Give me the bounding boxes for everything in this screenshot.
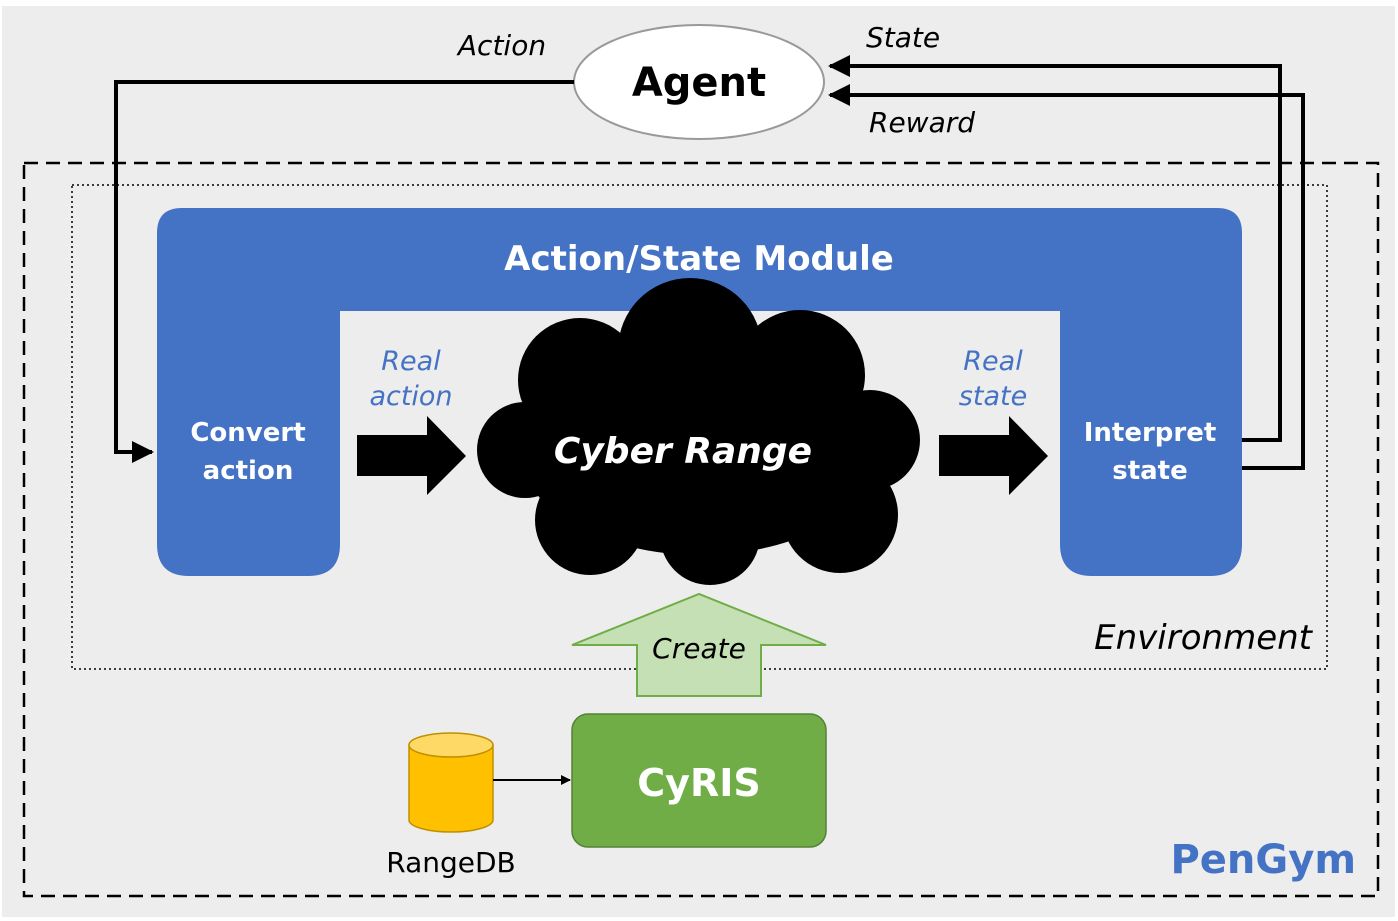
pengym-label: PenGym	[1170, 837, 1356, 883]
action-signal-label: Action	[456, 29, 546, 62]
cyber-range-cloud	[477, 278, 920, 585]
cyris-label: CyRIS	[637, 761, 760, 805]
cyris-box	[571, 713, 827, 848]
pengym-boundary	[22, 161, 1380, 898]
convert-action-label-line2: action	[203, 456, 294, 486]
action-state-module	[157, 208, 1242, 576]
create-label: Create	[652, 632, 746, 665]
interpret-state-label-line2: state	[1112, 456, 1188, 486]
agent-label: Agent	[632, 60, 766, 106]
real-state-arrow	[939, 416, 1048, 495]
rangedb-label: RangeDB	[386, 846, 516, 879]
interpret-state-label-line1: Interpret	[1084, 418, 1217, 448]
real-action-label-line1: Real	[381, 346, 441, 377]
environment-label: Environment	[1094, 618, 1314, 658]
real-state-label-line2: state	[959, 381, 1027, 412]
real-action-label-line2: action	[369, 381, 452, 412]
reward-connector	[828, 84, 1305, 470]
create-arrow	[571, 592, 827, 697]
state-signal-label: State	[866, 21, 940, 54]
module-title: Action/State Module	[504, 239, 894, 279]
cyber-range-label: Cyber Range	[554, 431, 812, 472]
convert-action-label-line1: Convert	[190, 418, 305, 448]
real-action-arrow	[357, 416, 466, 495]
rangedb-cylinder-icon	[408, 732, 494, 833]
action-connector	[114, 80, 574, 463]
reward-signal-label: Reward	[869, 106, 975, 139]
real-state-label-line1: Real	[963, 346, 1023, 377]
state-connector	[828, 55, 1282, 442]
